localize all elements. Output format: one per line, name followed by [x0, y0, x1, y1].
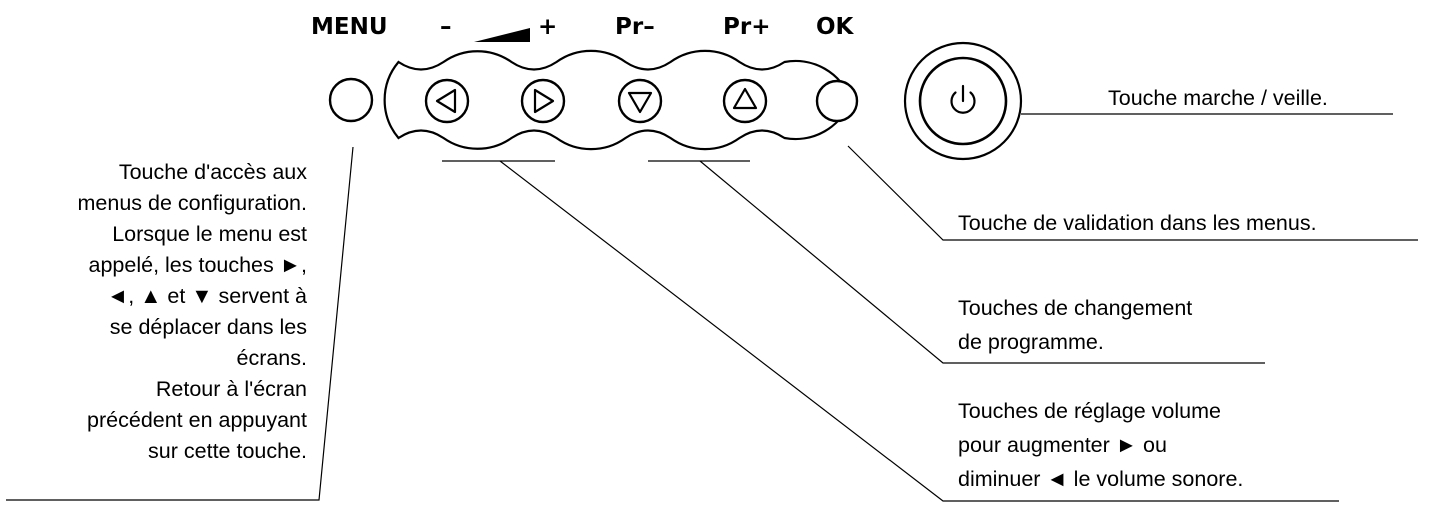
volume-description-line: diminuer ◄ le volume sonore.: [958, 467, 1244, 491]
power-button-ring: [903, 41, 1023, 161]
program-plus-label: Pr+: [723, 14, 771, 40]
menu-description-line: écrans.: [236, 346, 307, 370]
volume-leader: [499, 160, 1339, 502]
triangle-up-icon: [732, 87, 758, 110]
volume-down-button[interactable]: [424, 78, 470, 124]
volume-description-line: pour augmenter ► ou: [958, 433, 1167, 457]
menu-description-line: sur cette touche.: [148, 439, 307, 463]
volume-minus-label: –: [440, 14, 452, 40]
menu-description-line: appelé, les touches ►,: [88, 253, 308, 277]
program-leader: [699, 160, 1265, 364]
program-description-line: de programme.: [958, 330, 1104, 354]
menu-description: Touche d'accès aux menus de configuratio…: [0, 157, 307, 467]
program-description: Touches de changement de programme.: [958, 291, 1192, 359]
power-icon: [950, 84, 976, 114]
ok-label: OK: [816, 14, 854, 40]
power-description: Touche marche / veille.: [1108, 86, 1328, 110]
menu-description-line: Lorsque le menu est: [112, 222, 307, 246]
menu-description-line: Retour à l'écran: [155, 377, 307, 401]
program-description-line: Touches de changement: [958, 296, 1193, 320]
power-button[interactable]: [918, 56, 1008, 146]
volume-plus-label: +: [538, 14, 558, 40]
program-up-button[interactable]: [722, 78, 768, 124]
volume-label: – +: [440, 12, 570, 42]
ok-description: Touche de validation dans les menus.: [958, 211, 1317, 235]
menu-description-line: précédent en appuyant: [87, 408, 307, 432]
menu-label: MENU: [311, 14, 388, 40]
menu-description-line: ◄, ▲ et ▼ servent à: [106, 284, 307, 308]
volume-description-line: Touches de réglage volume: [958, 399, 1221, 423]
triangle-down-icon: [627, 91, 653, 114]
menu-button[interactable]: [328, 77, 374, 123]
ok-button[interactable]: [815, 79, 859, 123]
menu-description-line: menus de configuration.: [77, 191, 307, 215]
button-strip-outline: [383, 49, 853, 151]
program-minus-label: Pr–: [615, 14, 655, 40]
triangle-left-icon: [435, 88, 457, 114]
menu-description-line: Touche d'accès aux: [118, 160, 307, 184]
menu-leader: [6, 146, 354, 501]
ok-leader: [847, 145, 1418, 241]
triangle-right-icon: [533, 88, 555, 114]
program-down-button[interactable]: [617, 78, 663, 124]
volume-description: Touches de réglage volume pour augmenter…: [958, 394, 1243, 496]
volume-up-button[interactable]: [520, 78, 566, 124]
menu-description-line: se déplacer dans les: [109, 315, 307, 339]
volume-wedge-icon: [474, 28, 530, 42]
